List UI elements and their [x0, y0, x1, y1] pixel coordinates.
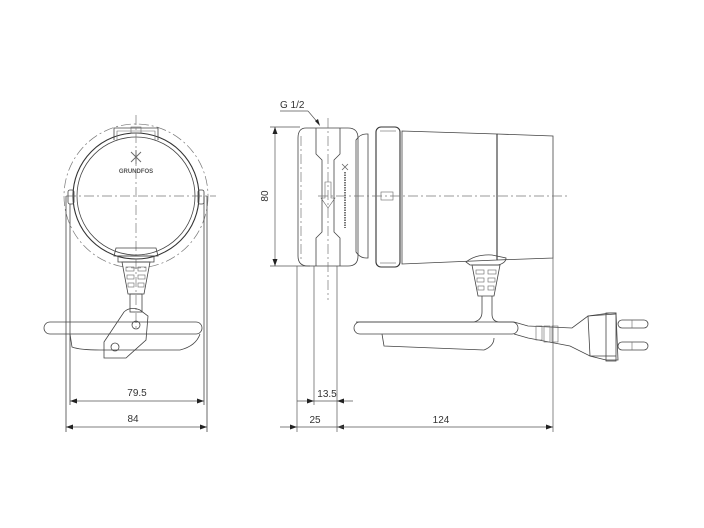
dimension-port-offset: 13.5: [317, 389, 337, 400]
brand-logo-text: GRUNDFOS: [119, 169, 153, 175]
front-view: GRUNDFOS 79.5 84: [43, 115, 216, 432]
thread-callout: G 1/2: [280, 100, 305, 111]
dimension-motor-length: 124: [433, 415, 450, 426]
dimension-body-depth: 25: [309, 415, 321, 426]
dimension-height: 80: [260, 190, 271, 202]
side-view: 80 G 1/2: [260, 100, 649, 432]
dimension-width-outer: 84: [127, 414, 139, 425]
dimension-width-inner: 79.5: [127, 388, 147, 399]
grundfos-logo: GRUNDFOS: [119, 150, 153, 175]
